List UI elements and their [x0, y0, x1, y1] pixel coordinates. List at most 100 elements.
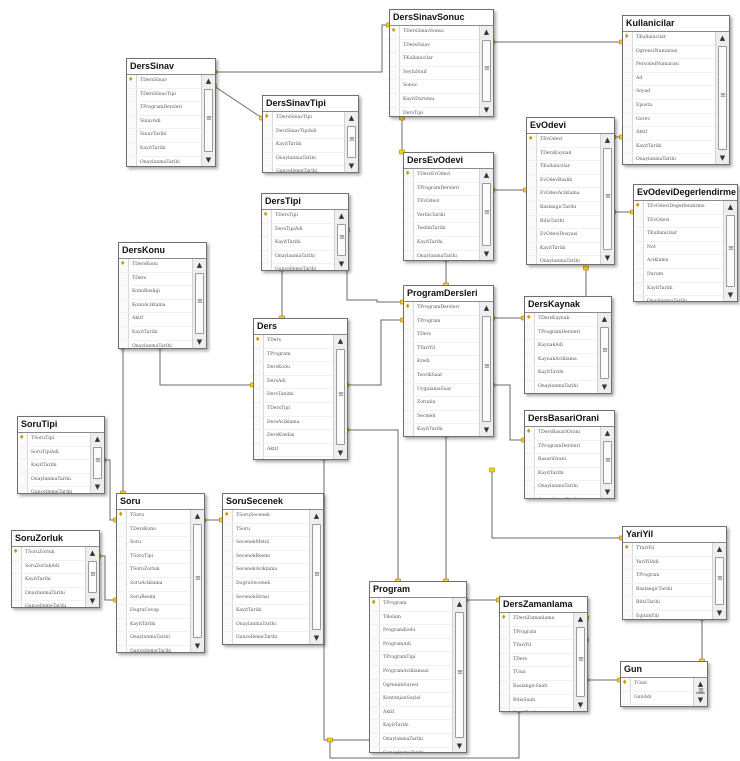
column-row[interactable]: KayitTarihi	[404, 236, 493, 251]
row-selector[interactable]	[117, 645, 127, 652]
column-row[interactable]: OnaylanmaTarihi	[623, 154, 729, 164]
column-row[interactable]: GunAdi	[621, 691, 707, 706]
row-selector[interactable]	[525, 454, 535, 467]
row-selector[interactable]	[404, 250, 414, 260]
row-selector[interactable]	[623, 583, 633, 597]
row-selector[interactable]	[127, 115, 137, 129]
row-selector[interactable]	[12, 587, 22, 601]
row-selector[interactable]	[370, 747, 380, 752]
row-selector[interactable]	[12, 560, 22, 574]
row-selector[interactable]	[127, 88, 137, 102]
row-selector[interactable]	[404, 223, 414, 236]
row-selector[interactable]	[404, 209, 414, 223]
row-selector[interactable]: ♦	[404, 302, 414, 315]
column-row[interactable]: OnaylanmaTarihi	[119, 340, 206, 348]
chevron-down-icon[interactable]: ▼	[89, 597, 96, 605]
column-row[interactable]: GuncellemeTarihi	[525, 494, 614, 498]
row-selector[interactable]	[223, 605, 233, 618]
row-selector[interactable]	[223, 550, 233, 564]
vertical-scrollbar[interactable]: ▲≡▼	[712, 543, 726, 619]
row-selector[interactable]: ♦	[500, 613, 510, 626]
row-selector[interactable]	[634, 228, 644, 241]
row-selector[interactable]	[18, 446, 28, 460]
row-selector[interactable]	[263, 166, 273, 172]
row-selector[interactable]	[254, 416, 264, 430]
row-selector[interactable]	[390, 80, 400, 93]
column-row[interactable]: OnaylanmaTarihi	[404, 250, 493, 260]
column-row[interactable]: Soyad	[623, 86, 729, 100]
column-row[interactable]: BasariOrani	[525, 454, 614, 468]
column-row[interactable]: ♦TProgram	[370, 598, 466, 612]
row-selector[interactable]	[127, 142, 137, 156]
row-selector[interactable]	[370, 679, 380, 693]
row-selector[interactable]: ♦	[527, 134, 537, 147]
row-selector[interactable]: ♦	[404, 169, 414, 182]
chevron-down-icon[interactable]: ▼	[313, 634, 320, 642]
chevron-down-icon[interactable]: ▼	[577, 701, 584, 709]
row-selector[interactable]	[263, 125, 273, 139]
vertical-scrollbar[interactable]: ▲≡▼	[309, 510, 323, 644]
column-row[interactable]: BitisTarihi	[623, 597, 726, 611]
row-selector[interactable]	[370, 733, 380, 747]
row-selector[interactable]	[390, 66, 400, 80]
column-row[interactable]: TKullanicilar	[527, 161, 614, 175]
column-row[interactable]: BitisTarihi	[527, 215, 614, 230]
column-row[interactable]: EvOdevBaslik	[527, 174, 614, 189]
column-row[interactable]: TProgramTipi	[370, 652, 466, 666]
row-selector[interactable]	[527, 215, 537, 229]
row-selector[interactable]	[370, 625, 380, 638]
column-row[interactable]: YariYilAdi	[623, 556, 726, 571]
column-row[interactable]: TeslimTarihi	[404, 223, 493, 237]
column-row[interactable]: Soru	[117, 537, 204, 551]
column-row[interactable]: ♦TDersKonu	[119, 259, 206, 273]
chevron-up-icon[interactable]: ▲	[483, 304, 490, 312]
table-title[interactable]: DersKonu	[119, 243, 206, 259]
row-selector[interactable]	[500, 694, 510, 708]
column-row[interactable]: ♦TDersTipi	[262, 210, 348, 224]
column-row[interactable]: DogruSecenek	[223, 577, 323, 592]
row-selector[interactable]	[404, 236, 414, 250]
row-selector[interactable]	[623, 556, 633, 570]
chevron-up-icon[interactable]: ▲	[483, 28, 490, 36]
column-row[interactable]: TProgram	[500, 626, 587, 641]
row-selector[interactable]	[527, 229, 537, 242]
row-selector[interactable]	[223, 632, 233, 644]
column-row[interactable]: Gorev	[623, 113, 729, 128]
column-row[interactable]: Secmeli	[404, 410, 493, 425]
table-title[interactable]: DersSinavTipi	[263, 96, 358, 112]
row-selector[interactable]	[500, 667, 510, 680]
column-row[interactable]: KayitTarihi	[12, 574, 99, 588]
column-row[interactable]: DersAdi	[254, 375, 347, 390]
row-selector[interactable]	[525, 340, 535, 353]
column-row[interactable]: ♦TDersEvOdevi	[404, 169, 493, 183]
column-row[interactable]: DersTanimi	[254, 389, 347, 403]
column-row[interactable]: SinavTarihi	[127, 129, 215, 143]
column-row[interactable]: KayitTarihi	[525, 367, 611, 381]
column-row[interactable]: DersKodu	[254, 362, 347, 376]
row-selector[interactable]	[254, 443, 264, 457]
chevron-down-icon[interactable]: ▼	[337, 449, 344, 457]
row-selector[interactable]	[223, 537, 233, 550]
row-selector[interactable]	[527, 188, 537, 201]
row-selector[interactable]	[525, 326, 535, 340]
row-selector[interactable]	[623, 86, 633, 99]
column-row[interactable]: TProgram	[623, 570, 726, 584]
table-title[interactable]: YariYil	[623, 527, 726, 543]
column-row[interactable]: OnaylanmaTarihi	[117, 632, 204, 646]
column-row[interactable]: TProgram	[254, 348, 347, 363]
chevron-down-icon[interactable]: ▼	[697, 696, 704, 704]
table-title[interactable]: DersEvOdevi	[404, 153, 493, 169]
scrollbar-thumb[interactable]: ≡	[600, 327, 609, 379]
column-row[interactable]: KonuAciklama	[119, 299, 206, 314]
chevron-up-icon[interactable]: ▲	[194, 512, 201, 520]
chevron-down-icon[interactable]: ▼	[338, 260, 345, 268]
relationship-line[interactable]	[98, 555, 116, 601]
column-row[interactable]: DersTipiAdi	[262, 223, 348, 238]
column-row[interactable]: TProgramDersleri	[404, 182, 493, 197]
row-selector[interactable]	[527, 147, 537, 161]
column-row[interactable]: OnaylanmaTarihi	[527, 256, 614, 264]
row-selector[interactable]: ♦	[370, 598, 380, 611]
